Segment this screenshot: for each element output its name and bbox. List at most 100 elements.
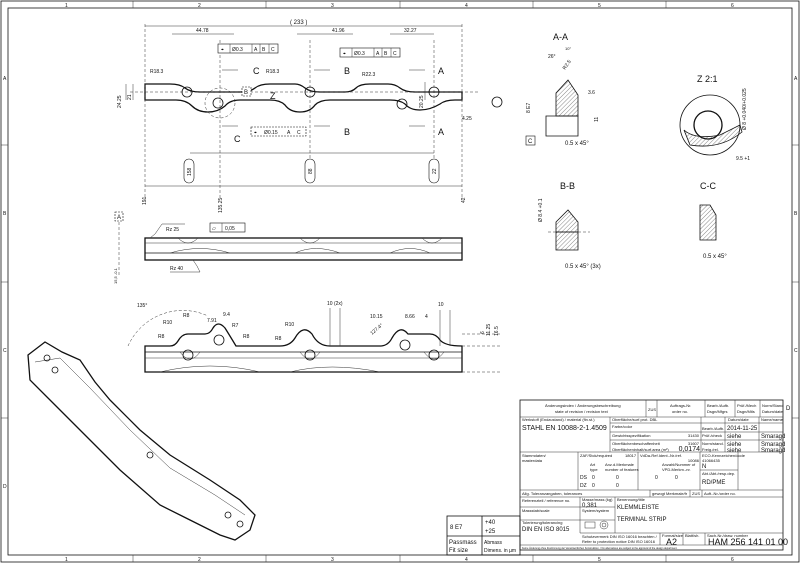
detail-z-label: Z xyxy=(270,91,276,101)
svg-text:Norm/stand.: Norm/stand. xyxy=(702,441,724,446)
svg-text:Prüf./check: Prüf./check xyxy=(702,433,722,438)
svg-text:22: 22 xyxy=(432,168,438,174)
zone-bottom-1: 1 xyxy=(65,557,68,563)
svg-text:Anzahl/Nummer of: Anzahl/Nummer of xyxy=(662,462,696,467)
svg-text:N: N xyxy=(702,464,706,470)
chamfer-b-3x: 0.5 x 45° (3x) xyxy=(565,264,601,270)
department: RD/PME xyxy=(702,480,725,486)
svg-text:Stammdaten/: Stammdaten/ xyxy=(522,453,547,458)
svg-text:System/system: System/system xyxy=(582,508,610,513)
svg-text:⌖: ⌖ xyxy=(221,47,224,53)
section-a-a-title: A-A xyxy=(553,32,568,42)
svg-text:state of revision / revision t: state of revision / revision text xyxy=(555,409,609,414)
zone-side-b-right: B xyxy=(794,211,798,217)
fit-table: 8 E7 +40 +25 Passmass Fit size Abmass Di… xyxy=(446,515,521,556)
section-b-bottom: B xyxy=(344,127,350,137)
svg-text:B: B xyxy=(384,51,388,57)
svg-text:31607: 31607 xyxy=(688,441,700,446)
dim-11: 11 xyxy=(594,117,600,122)
svg-text:C: C xyxy=(297,130,301,136)
svg-text:gewogt Merkmale/fr: gewogt Merkmale/fr xyxy=(652,491,688,496)
svg-text:Tolerierung/tolerancing: Tolerierung/tolerancing xyxy=(522,520,562,525)
section-a-a: A-A 26° R2.5 8 E7 3.6 11 0.5 x 45° C 10° xyxy=(525,32,600,147)
dim-16-5: 16.5 xyxy=(494,326,500,336)
material: STAHL EN 10088-2-1.4509 xyxy=(522,425,607,432)
svg-text:Benennung/title: Benennung/title xyxy=(617,497,646,502)
svg-text:Gewichtsspezifikation: Gewichtsspezifikation xyxy=(612,433,650,438)
dim-11-25: 11.25 xyxy=(486,324,492,336)
svg-text:Format/size: Format/size xyxy=(662,533,684,538)
svg-text:0: 0 xyxy=(616,475,619,481)
svg-text:number of features: number of features xyxy=(605,467,639,472)
svg-text:Prüf./Mech: Prüf./Mech xyxy=(737,403,756,408)
svg-text:Refer to protection notice DIN: Refer to protection notice DIN ISO 16016 xyxy=(582,539,656,544)
dim-24-25: 24.25 xyxy=(117,95,123,108)
zone-bottom-3: 3 xyxy=(331,557,334,563)
svg-text:Oberfläche/surf.prot. DBL: Oberfläche/surf.prot. DBL xyxy=(612,417,658,422)
section-b-top: B xyxy=(344,66,350,76)
dim-20-25: 20.25 xyxy=(419,95,425,108)
svg-text:Smaragd: Smaragd xyxy=(761,442,785,448)
datum-a: A xyxy=(117,215,121,221)
svg-text:type: type xyxy=(590,467,598,472)
svg-text:31430: 31430 xyxy=(688,433,700,438)
svg-text:DZ: DZ xyxy=(580,483,587,489)
svg-text:Ø0.15: Ø0.15 xyxy=(264,130,278,136)
svg-text:Art: Art xyxy=(590,462,596,467)
svg-text:siehe: siehe xyxy=(727,434,742,440)
surface-area: 0,0174 xyxy=(679,446,701,453)
mass: 0,381 xyxy=(582,503,598,509)
zone-side-b: B xyxy=(3,211,7,217)
svg-text:158: 158 xyxy=(187,167,193,176)
svg-text:Smaragd: Smaragd xyxy=(761,448,785,454)
dim-44-78: 44.78 xyxy=(196,28,209,34)
svg-text:Änderungsindex / Änderungsbesc: Änderungsindex / Änderungsbeschreibung xyxy=(545,403,621,408)
svg-text:Oberflächeninhalt/surf.area (m: Oberflächeninhalt/surf.area (m²) xyxy=(612,447,669,452)
front-view: 135° R10 R8 R8 7.91 9.4 R7 R8 R10 R8 10 … xyxy=(127,301,500,373)
dim-191: 191 xyxy=(142,196,148,205)
oval-dim-88: 88 xyxy=(304,158,316,184)
svg-text:Werkstoff (Endzustand) / mater: Werkstoff (Endzustand) / material (fin.s… xyxy=(522,417,595,422)
svg-text:Schutzvermerk DIN ISO 16016 be: Schutzvermerk DIN ISO 16016 beachten / xyxy=(582,534,658,539)
radius-r8-b: R8 xyxy=(158,334,165,340)
title-de: KLEMMLEISTE xyxy=(617,505,659,511)
roughness-rz40: Rz 40 xyxy=(170,266,183,272)
svg-text:Dsgn/Mtls: Dsgn/Mtls xyxy=(737,409,755,414)
svg-text:Norm/Stand: Norm/Stand xyxy=(762,403,783,408)
zone-side-c: C xyxy=(3,348,7,354)
svg-text:C: C xyxy=(271,47,275,53)
angle-127-4: 127.4° xyxy=(369,323,384,337)
isometric-view xyxy=(27,341,256,541)
radius-r10-b: R10 xyxy=(285,322,294,328)
svg-text:18017: 18017 xyxy=(625,453,637,458)
dim-10-2x: 10 (2x) xyxy=(327,301,343,307)
svg-text:masterdata: masterdata xyxy=(522,458,543,463)
radius-r8-d: R8 xyxy=(275,336,282,342)
section-c-top: C xyxy=(253,66,260,76)
datum-b: B xyxy=(244,90,248,96)
dim-6: 6 xyxy=(480,331,486,334)
svg-text:Abt./Abt./resp.dep.: Abt./Abt./resp.dep. xyxy=(702,471,735,476)
svg-text:Bearb./Aufb.: Bearb./Aufb. xyxy=(707,403,729,408)
svg-text:ECO-Kennzeichen/code: ECO-Kennzeichen/code xyxy=(702,453,746,458)
svg-text:D: D xyxy=(786,406,791,412)
zone-top-2: 2 xyxy=(198,3,201,9)
flatness-frame: ⏥0,05 xyxy=(209,222,246,233)
svg-text:Name/name: Name/name xyxy=(761,417,784,422)
dim-dia-8-4: Ø 8.4 +0.1 xyxy=(538,198,544,222)
zone-side-a: A xyxy=(3,76,7,82)
chamfer-c: 0.5 x 45° xyxy=(703,254,727,260)
zone-bottom-2: 2 xyxy=(198,557,201,563)
svg-text:A: A xyxy=(287,130,291,136)
zone-side-d: D xyxy=(3,484,7,490)
dim-4: 4 xyxy=(425,314,428,320)
zone-labels: 1 2 3 4 5 6 1 2 3 4 5 6 A B C D A B C xyxy=(3,3,798,563)
svg-text:0: 0 xyxy=(675,475,678,481)
svg-text:⏥: ⏥ xyxy=(212,226,216,232)
section-a-bottom: A xyxy=(438,127,444,137)
zone-top-5: 5 xyxy=(598,3,601,9)
dim-21: 21 xyxy=(127,94,133,100)
svg-text:Datum/date: Datum/date xyxy=(762,409,783,414)
